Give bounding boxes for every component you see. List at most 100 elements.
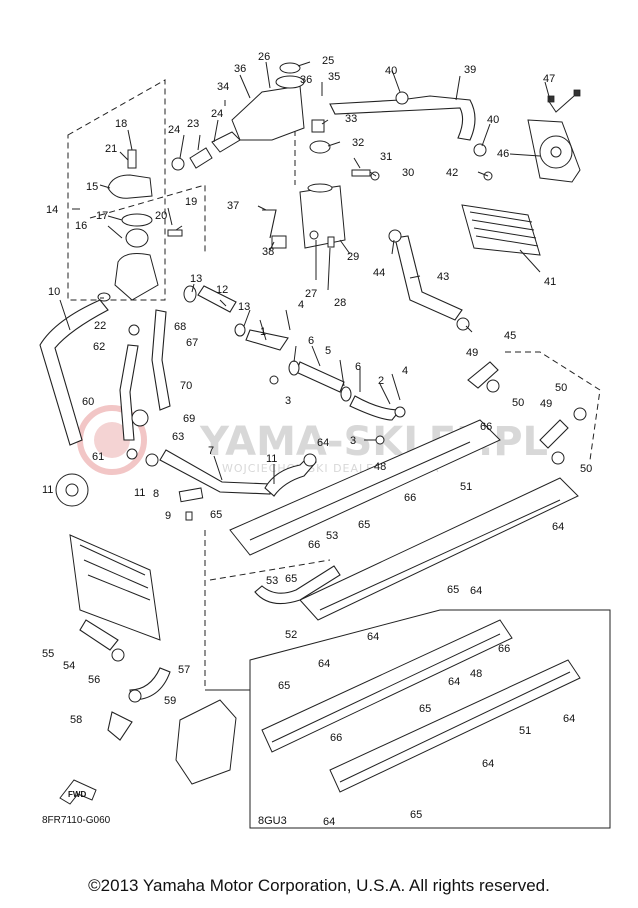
label-part-70: 70	[180, 380, 192, 392]
label-part-42: 42	[446, 167, 458, 179]
label-part-50a: 50	[512, 397, 524, 409]
label-part-46: 46	[497, 148, 509, 160]
label-part-47: 47	[543, 73, 555, 85]
label-part-60: 60	[82, 396, 94, 408]
label-part-66a: 66	[480, 421, 492, 433]
variant-label: 8GU3	[258, 815, 287, 827]
label-part-64a: 64	[317, 437, 329, 449]
label-part-6b: 6	[355, 361, 361, 373]
upper-hoses	[329, 91, 487, 331]
label-part-48b: 48	[470, 668, 482, 680]
label-part-21: 21	[105, 143, 117, 155]
label-part-35: 35	[328, 71, 340, 83]
label-part-13b: 13	[238, 301, 250, 313]
label-part-65g: 65	[410, 809, 422, 821]
fwd-label: FWD	[68, 790, 86, 799]
label-part-4b: 4	[402, 365, 408, 377]
label-part-56: 56	[88, 674, 100, 686]
radiator-assembly	[461, 89, 581, 256]
label-part-64d: 64	[367, 631, 379, 643]
label-part-64h: 64	[482, 758, 494, 770]
label-part-64c: 64	[552, 521, 564, 533]
label-part-65f: 65	[419, 703, 431, 715]
label-part-63: 63	[172, 431, 184, 443]
label-part-20: 20	[155, 210, 167, 222]
label-part-66e: 66	[330, 732, 342, 744]
label-part-11b: 11	[134, 487, 145, 499]
label-part-67: 67	[186, 337, 198, 349]
label-part-53a: 53	[326, 530, 338, 542]
label-part-40b: 40	[487, 114, 499, 126]
label-part-38: 38	[262, 246, 274, 258]
label-part-48a: 48	[374, 461, 386, 473]
label-part-65e: 65	[278, 680, 290, 692]
label-part-65d: 65	[447, 584, 459, 596]
coolant-tank	[171, 62, 380, 249]
thermostat-assembly	[39, 149, 183, 446]
label-part-11a: 11	[42, 484, 53, 496]
label-part-14: 14	[46, 204, 58, 216]
label-part-7: 7	[208, 445, 214, 457]
label-part-65b: 65	[358, 519, 370, 531]
label-part-65c: 65	[285, 573, 297, 585]
label-part-69: 69	[183, 413, 195, 425]
label-part-15: 15	[86, 181, 98, 193]
label-part-50c: 50	[580, 463, 592, 475]
diagram-ref-code: 8FR7110-G060	[42, 815, 111, 826]
label-part-24a: 24	[168, 124, 180, 136]
label-part-6a: 6	[308, 335, 314, 347]
label-part-10: 10	[48, 286, 60, 298]
label-part-25: 25	[322, 55, 334, 67]
label-part-37: 37	[227, 200, 239, 212]
label-part-29: 29	[347, 251, 359, 263]
label-part-39: 39	[464, 64, 476, 76]
label-part-32: 32	[352, 137, 364, 149]
label-part-17: 17	[96, 210, 108, 222]
label-part-2: 2	[378, 375, 384, 387]
label-part-61: 61	[92, 451, 104, 463]
label-part-66c: 66	[404, 492, 416, 504]
exploded-parts-diagram: YAMA-SKLEP.PL WOJCIECHOWSKI DEALER YAMAH…	[39, 51, 611, 829]
label-part-11c: 11	[266, 453, 277, 465]
label-part-19: 19	[185, 196, 197, 208]
label-part-53b: 53	[266, 575, 278, 587]
label-part-49b: 49	[540, 398, 552, 410]
label-part-62: 62	[93, 341, 105, 353]
leader-lines	[59, 61, 551, 484]
variant-panel	[205, 609, 611, 829]
label-part-51a: 51	[460, 481, 472, 493]
label-part-54: 54	[63, 660, 75, 672]
label-part-66b: 66	[308, 539, 320, 551]
label-part-27: 27	[305, 288, 317, 300]
label-part-31: 31	[380, 151, 392, 163]
label-part-3b: 3	[350, 435, 356, 447]
label-part-13a: 13	[190, 273, 202, 285]
water-pump-area	[55, 473, 237, 785]
label-part-51b: 51	[519, 725, 531, 737]
copyright-notice: ©2013 Yamaha Motor Corporation, U.S.A. A…	[88, 876, 550, 895]
label-part-3a: 3	[285, 395, 291, 407]
label-part-64i: 64	[323, 816, 335, 828]
label-part-64b: 64	[470, 585, 482, 597]
label-part-9: 9	[165, 510, 171, 522]
label-part-64e: 64	[318, 658, 330, 670]
label-part-43: 43	[437, 271, 449, 283]
label-part-18: 18	[115, 118, 127, 130]
label-part-57: 57	[178, 664, 190, 676]
forward-arrow: FWD	[59, 779, 97, 805]
label-part-23: 23	[187, 118, 199, 130]
label-part-55: 55	[42, 648, 54, 660]
label-part-36b: 36	[300, 74, 312, 86]
label-part-66d: 66	[498, 643, 510, 655]
label-part-1: 1	[260, 326, 266, 338]
label-part-26: 26	[258, 51, 270, 63]
label-part-44: 44	[373, 267, 385, 279]
label-part-49a: 49	[466, 347, 478, 359]
label-part-68: 68	[174, 321, 186, 333]
label-part-65a: 65	[210, 509, 222, 521]
cooling-pipes-main	[229, 361, 587, 621]
cooling-pipes-variant	[261, 619, 581, 793]
label-part-22: 22	[94, 320, 106, 332]
label-part-28: 28	[334, 297, 346, 309]
label-part-58: 58	[70, 714, 82, 726]
